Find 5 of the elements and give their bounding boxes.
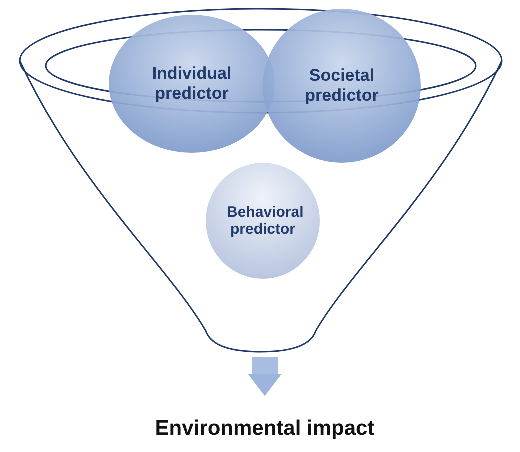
funnel-shape xyxy=(18,6,504,354)
outcome-label: Environmental impact xyxy=(130,412,400,446)
predictor-circle: Societal predictor xyxy=(262,8,422,164)
predictor-circle: Behavioral predictor xyxy=(205,162,321,280)
block-arrow xyxy=(248,357,282,396)
